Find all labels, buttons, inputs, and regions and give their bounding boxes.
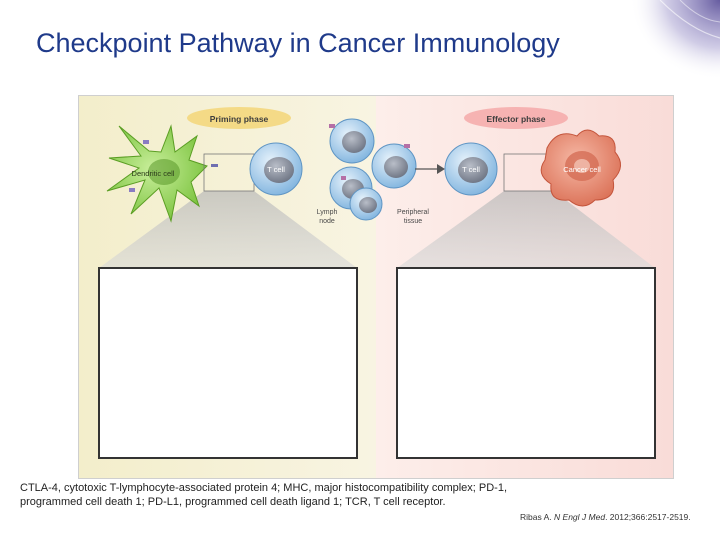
dendritic-receptors <box>129 140 218 192</box>
effector-phase-label: Effector phase <box>486 114 545 124</box>
citation-author: Ribas A. <box>520 512 555 522</box>
checkpoint-figure: Priming phase Effector phase Dendritic c… <box>78 95 674 479</box>
figure-svg: Priming phase Effector phase Dendritic c… <box>79 96 673 478</box>
effector-phase-badge <box>464 107 568 129</box>
lymph-node-label-1: Lymph <box>317 209 338 216</box>
corner-decoration <box>630 0 720 80</box>
effector-inset-panel <box>396 267 656 459</box>
left-zoom-funnel <box>99 191 357 268</box>
lymph-node-label-2: node <box>319 218 335 225</box>
migration-arrow <box>415 164 445 174</box>
slide-title: Checkpoint Pathway in Cancer Immunology <box>36 28 560 58</box>
t-cell-right <box>444 142 498 196</box>
priming-phase-label: Priming phase <box>210 114 269 124</box>
t-cell-left <box>249 142 303 196</box>
cancer-cell-label: Cancer cell <box>563 165 601 174</box>
citation-details: . 2012;366:2517-2519. <box>605 512 691 522</box>
cluster-receptors <box>329 124 410 180</box>
caption-line-2: programmed cell death 1; PD-L1, programm… <box>20 496 446 508</box>
caption-line-1: CTLA-4, cytotoxic T-lymphocyte-associate… <box>20 482 508 494</box>
citation: Ribas A. N Engl J Med. 2012;366:2517-251… <box>520 512 720 522</box>
priming-inset-panel <box>98 267 358 459</box>
dendritic-cell-label: Dendritic cell <box>132 169 175 178</box>
abbreviation-caption: CTLA-4, cytotoxic T-lymphocyte-associate… <box>20 481 620 509</box>
t-cell-left-label: T cell <box>267 165 285 174</box>
peripheral-tissue-label-1: Peripheral <box>397 209 429 216</box>
right-zoom-funnel <box>397 191 655 268</box>
priming-phase-badge <box>187 107 291 129</box>
peripheral-tissue-label-2: tissue <box>404 218 422 225</box>
cancer-cell <box>540 129 621 207</box>
citation-journal: N Engl J Med <box>554 512 606 522</box>
t-cell-right-label: T cell <box>462 165 480 174</box>
expanding-t-cells <box>329 118 417 221</box>
dendritic-cell <box>106 124 208 223</box>
